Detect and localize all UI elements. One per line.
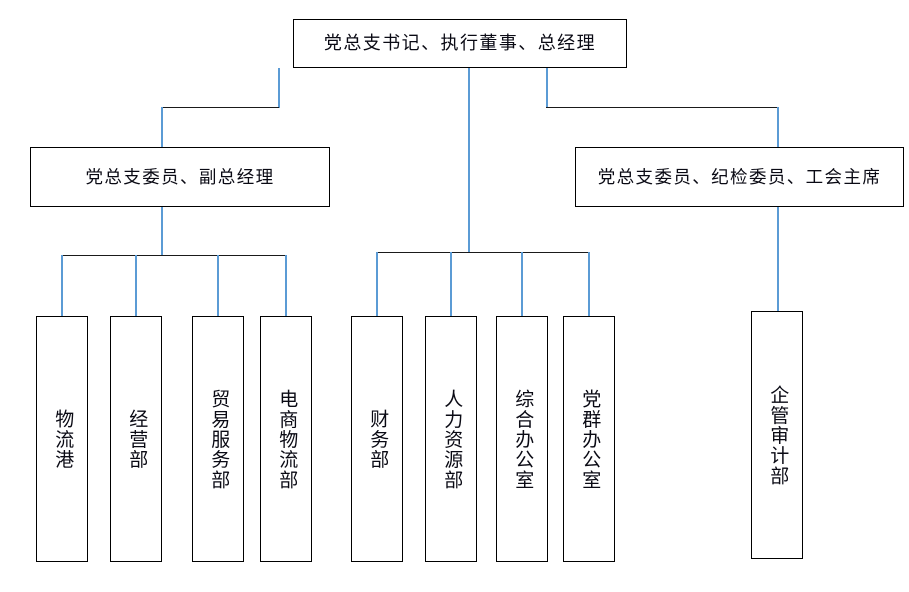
connector-into-tier2-left (161, 107, 163, 148)
node-department-label: 贸易服务部 (208, 388, 230, 490)
connector-tier2-right-to-department (777, 207, 779, 311)
node-department-label: 党群办公室 (579, 388, 601, 490)
node-department-enterprise-audit[interactable]: 企管审计部 (751, 311, 803, 559)
node-tier1-party-secretary[interactable]: 党总支书记、执行董事、总经理 (293, 19, 627, 68)
connector-tier1-left-horizontal (161, 107, 279, 109)
connector-tier1-right-horizontal (546, 107, 778, 109)
connector-into-tier2-right (777, 107, 779, 148)
connector-tier2-left-to-group-spine (161, 207, 163, 256)
node-tier2-deputy-general-manager[interactable]: 党总支委员、副总经理 (30, 147, 330, 207)
node-department-label: 财务部 (367, 408, 389, 470)
node-department-label: 经营部 (126, 408, 148, 470)
connector-middle-group-drop-3 (521, 252, 523, 316)
node-department-label: 人力资源部 (441, 388, 463, 490)
connector-tier1-to-middle-spine (468, 68, 470, 253)
connector-middle-group-drop-2 (450, 252, 452, 316)
node-tier2-right-label: 党总支委员、纪检委员、工会主席 (597, 166, 882, 187)
node-department-label: 企管审计部 (767, 384, 789, 486)
node-department-label: 电商物流部 (276, 388, 298, 490)
node-department-human-resources[interactable]: 人力资源部 (425, 316, 477, 562)
node-department-operations[interactable]: 经营部 (110, 316, 162, 562)
connector-left-group-drop-1 (61, 255, 63, 316)
node-department-general-office[interactable]: 综合办公室 (496, 316, 548, 562)
node-department-trade-service[interactable]: 贸易服务部 (192, 316, 244, 562)
node-department-label: 综合办公室 (512, 388, 534, 490)
node-department-ecommerce-logistics[interactable]: 电商物流部 (260, 316, 312, 562)
node-department-label: 物流港 (52, 408, 74, 470)
connector-middle-group-drop-1 (376, 252, 378, 316)
node-department-finance[interactable]: 财务部 (351, 316, 403, 562)
node-tier2-discipline-union-chair[interactable]: 党总支委员、纪检委员、工会主席 (575, 147, 904, 207)
connector-left-group-bar (61, 255, 286, 257)
node-department-logistics-port[interactable]: 物流港 (36, 316, 88, 562)
connector-tier1-to-right-vertical-a (546, 68, 548, 108)
connector-middle-group-drop-4 (588, 252, 590, 316)
node-tier2-left-label: 党总支委员、副总经理 (85, 166, 275, 187)
connector-tier1-to-left-vertical-a (278, 68, 280, 108)
connector-left-group-drop-3 (217, 255, 219, 316)
connector-left-group-drop-4 (285, 255, 287, 316)
node-tier1-label: 党总支书记、执行董事、总经理 (323, 32, 597, 53)
node-department-party-mass-office[interactable]: 党群办公室 (563, 316, 615, 562)
connector-left-group-drop-2 (135, 255, 137, 316)
connector-middle-group-bar (376, 252, 589, 254)
